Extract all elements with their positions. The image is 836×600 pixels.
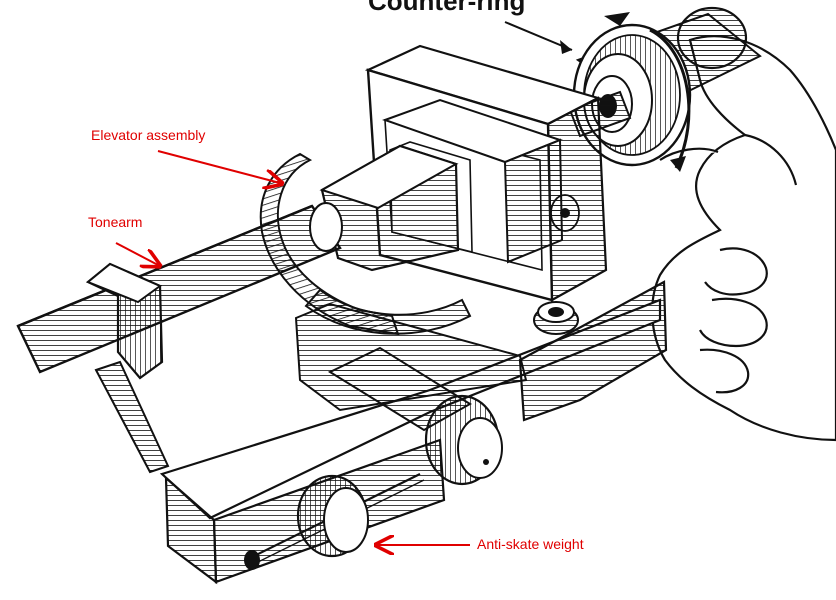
arm-rest [85,262,164,380]
cue-knob [533,301,579,335]
hand-drawing [651,35,836,442]
label-anti-skate-weight: Anti-skate weight [477,536,584,552]
tonearm-arrow [115,242,158,265]
anti-skate-assembly [327,346,503,486]
counter-ring-title: Counter-ring [368,0,526,16]
counter-ring-pointer [504,21,573,54]
tonearm-tube [16,202,343,374]
elevator-arrow [157,150,280,183]
label-tonearm: Tonearm [88,214,143,230]
annotation-arrows [115,150,470,545]
anti-skate-weight [244,473,425,570]
arm-block [319,144,460,272]
label-elevator-assembly: Elevator assembly [91,127,206,143]
